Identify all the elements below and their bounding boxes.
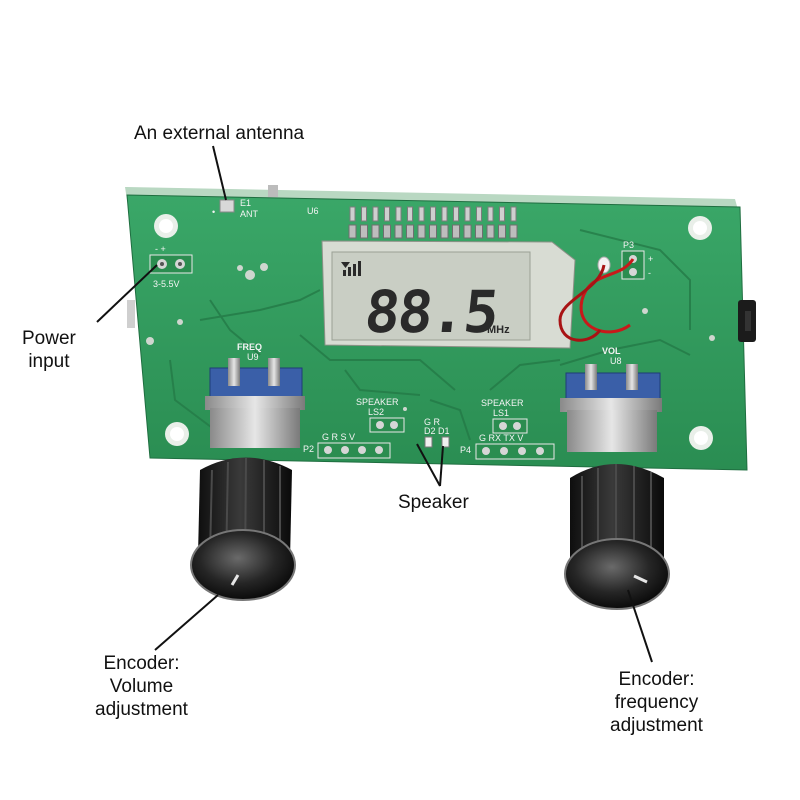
mounting-holes (154, 214, 713, 450)
solder-points (146, 263, 715, 411)
callout-power: Power input (22, 328, 76, 372)
silk-gr: G R (424, 417, 441, 427)
silk-speaker-left: SPEAKER (356, 397, 399, 407)
lcd-pin (384, 206, 390, 222)
silk-p4: P4 (460, 445, 471, 455)
lcd-pin-base (452, 224, 460, 239)
lcd-pins (348, 206, 518, 239)
lcd-pin (453, 206, 459, 222)
speaker-header-left (369, 417, 405, 433)
lcd-pin-base (371, 224, 380, 239)
lcd-pin-base (394, 224, 403, 239)
lcd-frequency: 88.5 (362, 278, 501, 346)
svg-text:-: - (648, 268, 651, 278)
lcd-pin-base (440, 224, 449, 239)
lcd-pin-base (383, 224, 391, 239)
lcd-pin (487, 206, 494, 222)
silk-uart-pins: G RX TX V (479, 433, 523, 443)
lcd-pin (430, 206, 436, 222)
frequency-encoder (190, 358, 305, 601)
silk-p3: P3 (623, 240, 634, 250)
silk-d2d1: D2 D1 (424, 426, 450, 436)
lcd-pin (464, 206, 471, 222)
uart-header (475, 443, 555, 460)
side-part (127, 300, 135, 328)
lcd-pin-base (360, 224, 368, 239)
silk-freq: FREQ (237, 342, 262, 352)
lcd-pin-base (498, 224, 506, 239)
silk-voltage: 3-5.5V (153, 279, 180, 289)
svg-text:+: + (648, 254, 653, 264)
antenna-stub (268, 185, 278, 197)
lcd-pin-base (475, 224, 483, 239)
signal-icon (341, 261, 361, 276)
callout-frequency: Encoder: frequency adjustment (610, 669, 703, 736)
lcd-pin (441, 206, 448, 222)
lcd-pin-base (463, 224, 472, 239)
p2-header (317, 442, 391, 459)
silk-ls1: LS1 (493, 408, 509, 418)
lcd-pin (407, 206, 413, 222)
audio-jack (738, 300, 756, 342)
silk-ant: ANT (240, 209, 259, 219)
lcd-pin (510, 206, 517, 222)
silk-u9: U9 (247, 352, 259, 362)
volume-encoder (560, 364, 670, 610)
pcb-traces (169, 229, 691, 441)
lcd-pin-base (406, 224, 414, 239)
lcd-unit: MHz (487, 324, 510, 336)
backlight-connector (558, 250, 645, 342)
lcd-pin-base (348, 224, 357, 239)
status-leds (424, 436, 450, 448)
lcd-pin-base (509, 224, 518, 239)
callout-lines (96, 145, 653, 663)
callout-speaker: Speaker (398, 492, 469, 513)
silk-ls2: LS2 (368, 407, 384, 417)
callout-antenna: An external antenna (134, 123, 305, 144)
lcd-pin (499, 206, 505, 222)
silk-polarity: - + (155, 244, 166, 254)
silk-vol: VOL (602, 346, 621, 356)
lcd-pin (418, 206, 425, 222)
silk-p2: P2 (303, 444, 314, 454)
silk-u8: U8 (610, 356, 622, 366)
lcd-pin (361, 206, 367, 222)
silk-u6: U6 (307, 206, 319, 216)
silk-speaker-right: SPEAKER (481, 398, 524, 408)
callout-volume: Encoder: Volume adjustment (95, 653, 188, 720)
antenna-pad (219, 199, 235, 213)
lcd-pin-base (417, 224, 426, 239)
speaker-header-right (492, 418, 528, 434)
silk-e1: E1 (240, 198, 251, 208)
lcd-pin (395, 206, 402, 222)
lcd-screen (331, 251, 531, 341)
lcd-pin-base (486, 224, 495, 239)
lcd-pin (372, 206, 379, 222)
lcd-pin (476, 206, 482, 222)
silk-p2-pins: G R S V (322, 432, 355, 442)
lcd-pin (349, 206, 356, 222)
svg-text:•: • (212, 207, 215, 217)
lcd-pin-base (429, 224, 437, 239)
power-header (149, 254, 193, 274)
